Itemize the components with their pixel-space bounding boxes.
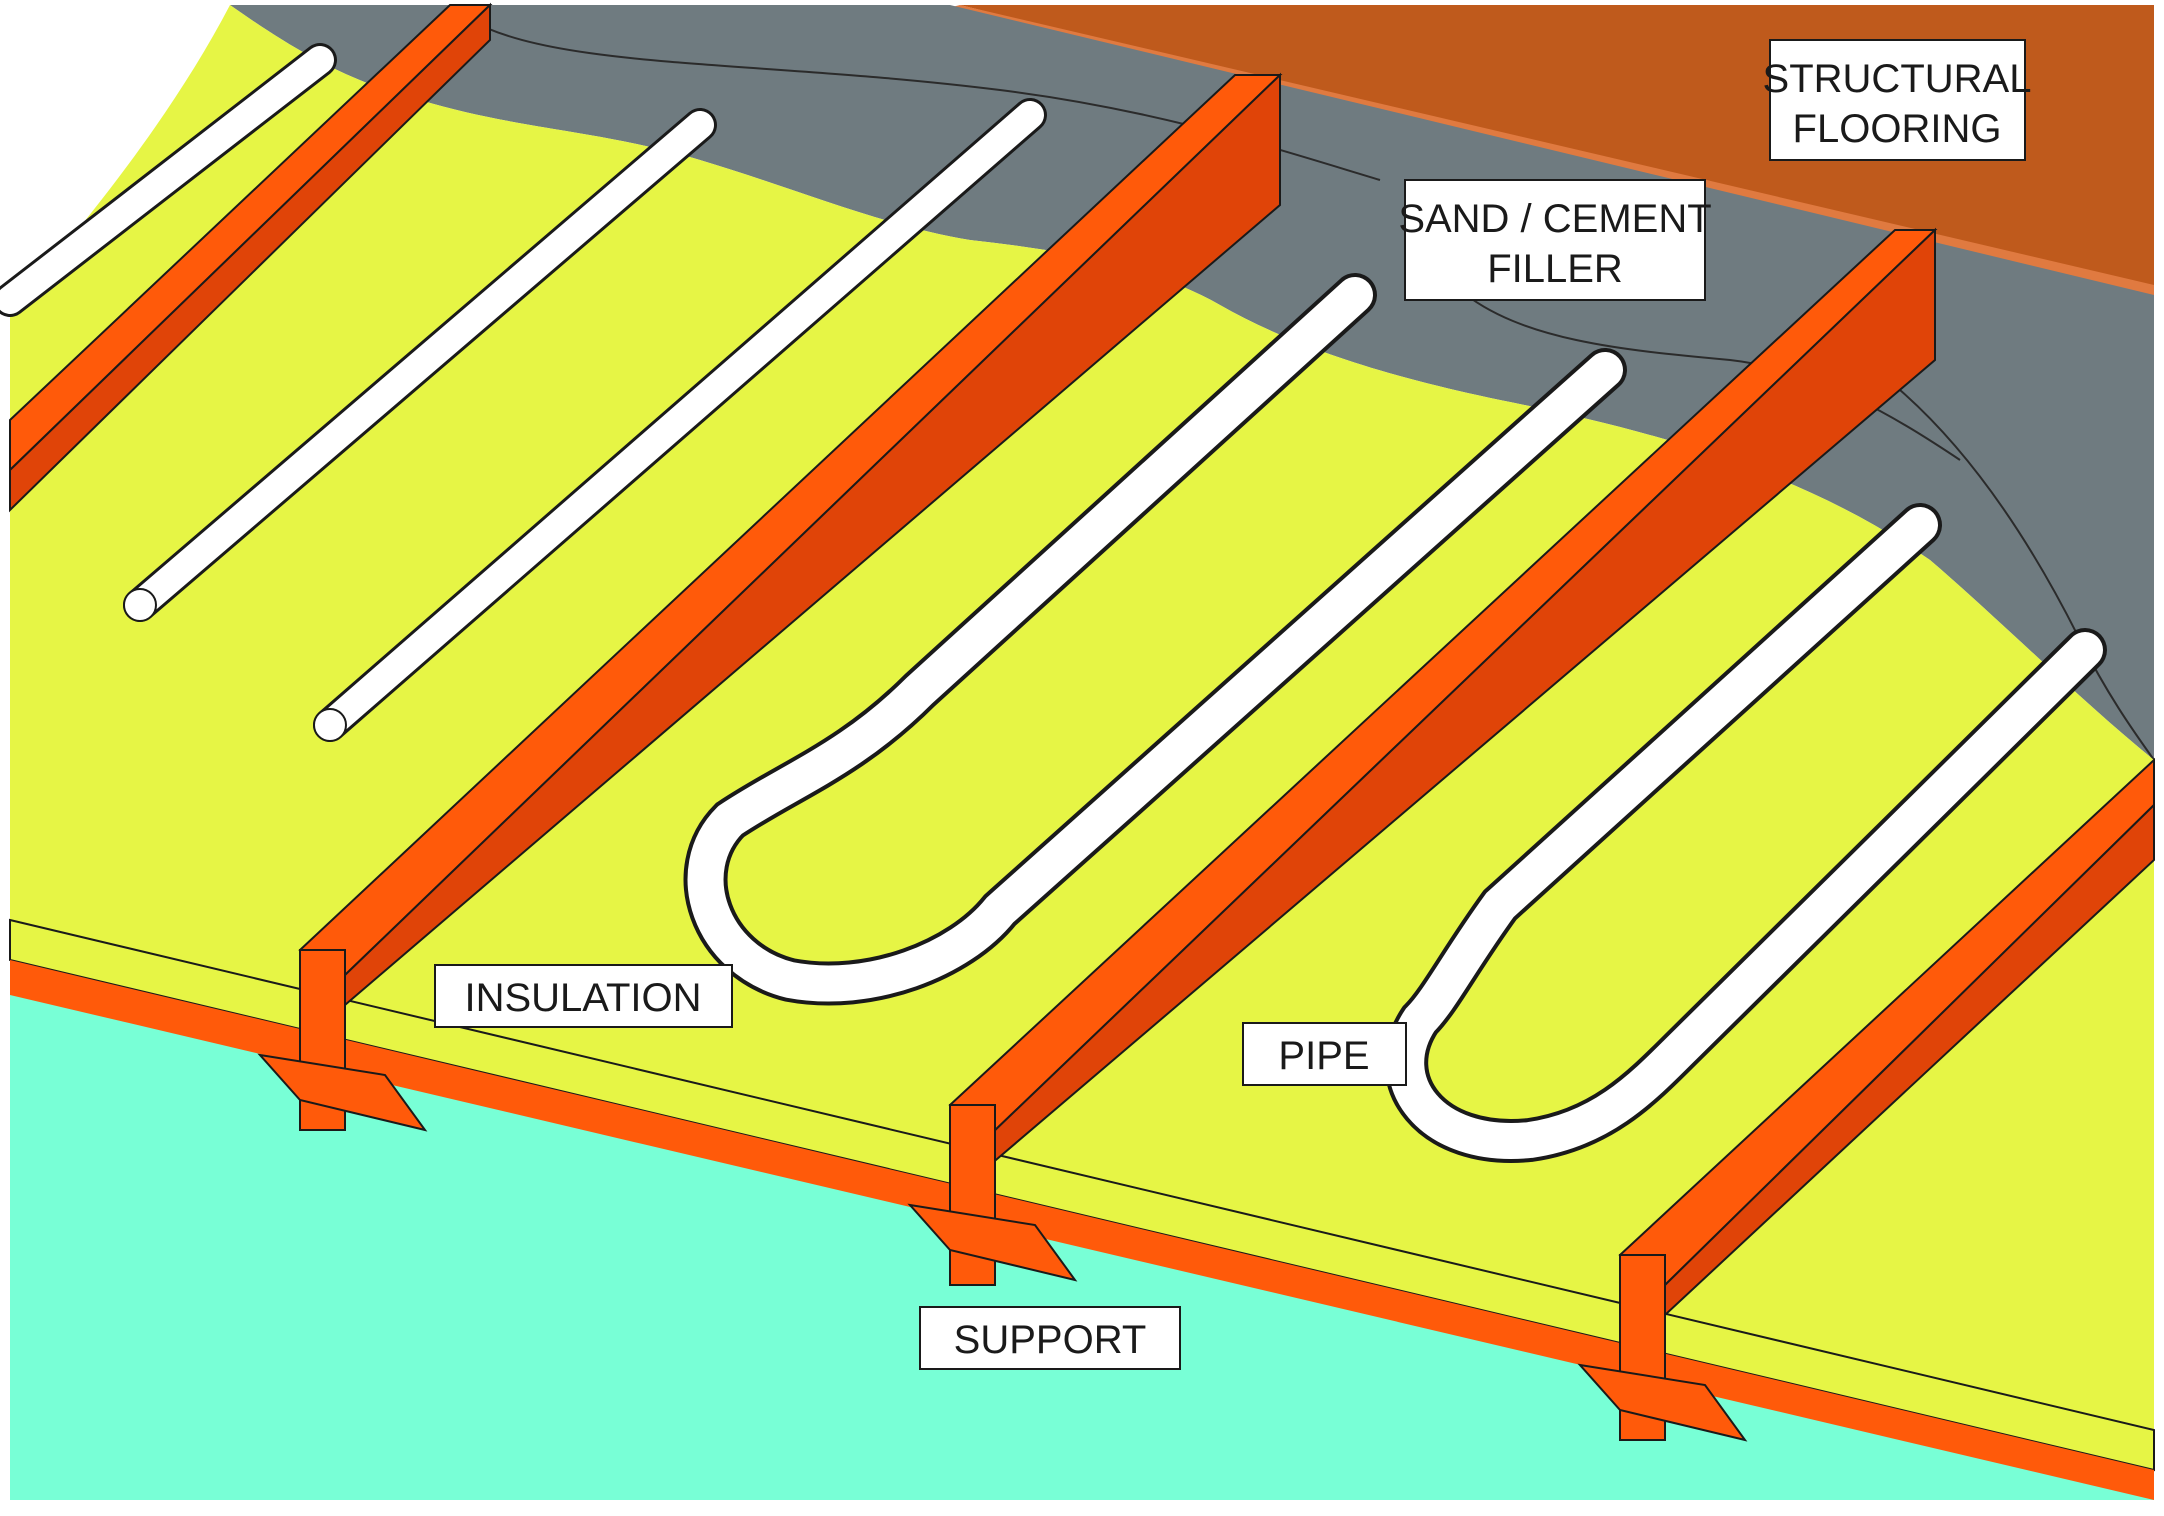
- label-structural-flooring-line1: STRUCTURAL: [1763, 57, 2032, 101]
- label-filler-line1: SAND / CEMENT: [1398, 197, 1711, 241]
- joist-4-support: [1577, 1363, 1748, 1442]
- label-pipe: PIPE: [1242, 1022, 1407, 1086]
- label-insulation: INSULATION: [434, 964, 733, 1028]
- label-structural-flooring: STRUCTURAL FLOORING: [1763, 39, 2032, 161]
- pipe-loop-1-fill: [687, 277, 1623, 1002]
- filler-contour-3: [1899, 389, 2155, 761]
- label-box-pipe: [1242, 1022, 1407, 1086]
- label-structural-flooring-line2: FLOORING: [1793, 107, 2002, 151]
- pipe-loop-2-fill: [1388, 507, 2103, 1159]
- pipes: [0, 43, 2107, 1163]
- joist-3-support: [907, 1203, 1078, 1282]
- pipe-end-1: [123, 588, 157, 622]
- pipe-run-1-fill: [0, 46, 334, 314]
- label-insulation-text: INSULATION: [464, 976, 701, 1020]
- label-sand-cement-filler: SAND / CEMENT FILLER: [1398, 179, 1712, 301]
- pipe-end-2: [313, 708, 347, 742]
- label-support-text: SUPPORT: [954, 1318, 1147, 1362]
- pipe-run-3-fill: [316, 101, 1044, 739]
- joist-1-side: [9, 2, 491, 513]
- joist-2-support: [257, 1053, 428, 1132]
- label-box-filler: [1404, 179, 1706, 301]
- label-box-support: [919, 1306, 1181, 1370]
- label-box-insulation: [434, 964, 733, 1028]
- label-pipe-text: PIPE: [1278, 1034, 1369, 1078]
- board-underside: [10, 960, 2154, 1500]
- label-filler-line2: FILLER: [1487, 247, 1623, 291]
- joists: [9, 2, 2155, 1442]
- insulation-layer: [10, 5, 2154, 1430]
- filler-contour-2: [1459, 289, 1961, 461]
- label-support: SUPPORT: [919, 1306, 1181, 1370]
- pipe-run-2-fill: [126, 111, 714, 619]
- label-box-structural-flooring: [1769, 39, 2026, 161]
